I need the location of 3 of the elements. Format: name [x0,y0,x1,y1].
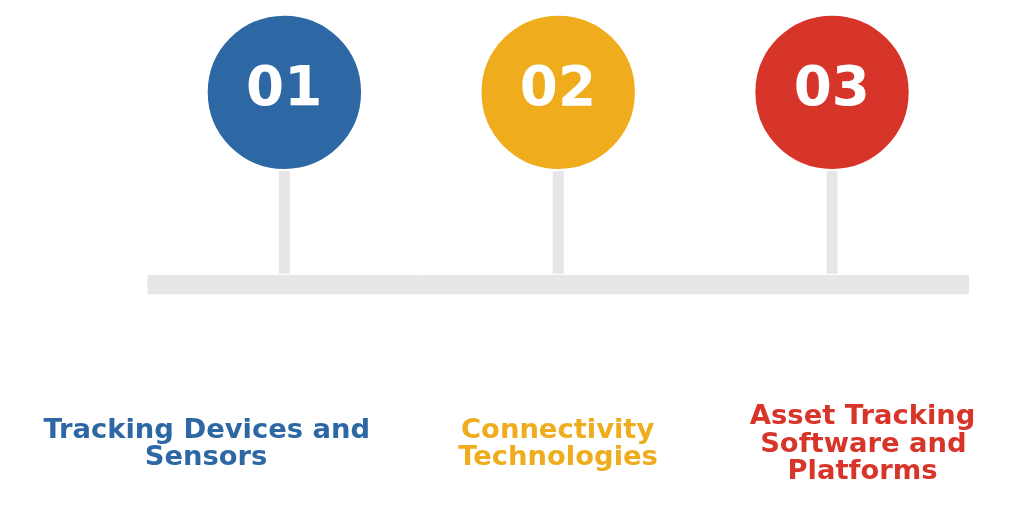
label: Tracking Devices and Sensors [43,413,371,472]
label: Asset Tracking Software and Platforms [749,399,976,486]
label: Connectivity Technologies [458,413,658,472]
